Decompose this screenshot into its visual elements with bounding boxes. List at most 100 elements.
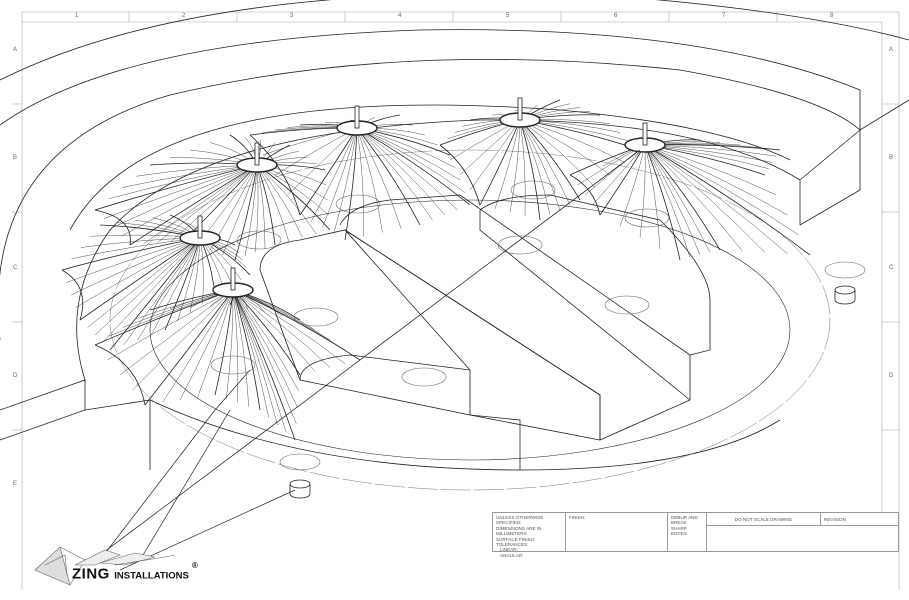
tent-seam [519,119,571,206]
do-not-scale-cell: DO NOT SCALE DRAWING [706,512,821,526]
site-circle [109,149,831,491]
tent-seam [519,119,526,217]
tent-seam [232,289,297,424]
tent-seam [121,164,258,237]
tent-seam [75,237,201,308]
tent-seam [644,144,691,258]
tent-seam [356,127,421,226]
tent-seam [519,119,581,201]
logo-brand: ZING [72,565,110,583]
tent-seam [644,144,788,216]
tent-seam [234,164,258,261]
tent-seam [232,289,298,408]
tent-seam [509,119,521,213]
footing-markers [210,180,866,471]
tent-seam [232,289,261,411]
tent-seam [226,289,234,399]
tent-membrane [94,209,131,246]
tent-seam [232,289,239,403]
tent-seam [112,164,258,228]
tent-seam [644,144,681,261]
tent-seam [102,237,201,343]
tent-seam [179,289,234,401]
row-label: C [13,265,18,271]
finish-cell: FINISH: [565,512,668,552]
tent-mast [354,105,360,129]
tent-seam [197,289,234,398]
tent-seam [519,119,626,163]
tent-seam [164,237,201,331]
tent-seam [494,119,521,209]
note-line: TOLERANCES: [496,542,529,548]
note-line: BREAK SHARP [671,520,687,531]
tent-seam [599,144,646,216]
row-label: B [889,155,894,161]
tent-seam [644,144,811,256]
tent-seam [639,144,646,238]
revision-label: REVISION [824,517,846,522]
column-label: 3 [290,13,294,19]
note-line: DEBUR AND [671,515,698,520]
do-not-scale-label: DO NOT SCALE DRAWING [734,517,793,522]
column-label: 4 [398,13,402,19]
tent-membrane [61,269,84,321]
tent-seam [119,289,234,376]
tent-seam [232,289,299,392]
tent-seam [232,289,249,407]
tent-seam [151,237,201,336]
column-label: 2 [182,13,186,19]
stage-platforms [259,194,711,470]
tent-seam [137,237,201,341]
tent-seam [162,289,234,403]
tent-seam [469,119,521,191]
row-label: A [889,47,894,53]
tent-seam [356,127,433,221]
tent-seam [123,237,201,346]
logo-suffix: INSTALLATIONS [114,570,189,582]
tent-mast [230,267,236,291]
tent-seam [356,127,466,193]
tent-seam [519,119,541,221]
note-line: ANGULAR: [500,552,524,558]
footing-blocks [289,285,856,499]
tent-mast [254,142,260,166]
tent-seam [199,237,216,296]
debur-cell: DEBUR AND BREAK SHARP EDGES [667,512,707,552]
tent-seam [171,164,258,242]
note-line: LINEAR: [500,547,518,553]
tent-seam [299,127,358,216]
outer-seating-ring [0,0,909,471]
tent-seam [644,144,711,253]
tent-seam [311,127,358,222]
tent-seam [232,289,278,426]
tent-seam [519,119,611,176]
tent-seam [232,289,331,368]
column-label: 7 [722,13,726,19]
tent-seam [356,127,402,229]
tent-seam [232,289,296,441]
note-line: EDGES [671,531,688,537]
tent-seam [94,164,258,211]
tent-seam [94,289,234,346]
tent-seam [232,289,301,376]
tent-seam [132,289,234,391]
tent-seam [644,144,788,254]
finish-label: FINISH: [569,515,586,520]
tent-seam [244,164,258,257]
tent-seam [644,144,766,253]
tent-seam [356,127,383,233]
ground-circle [149,199,791,461]
tent-seam [519,119,551,216]
tent-seam [256,164,331,231]
tent-seam [644,144,799,236]
tent-seam [79,237,201,321]
tent-seam [356,127,471,206]
title-empty-cell [706,525,899,552]
tent-seam [94,237,201,336]
tent-seam [157,164,258,243]
tent-seam [122,164,258,188]
note-line: SURFACE FINISH: [496,536,536,542]
tent-seam [232,289,269,418]
row-label: E [13,481,18,487]
